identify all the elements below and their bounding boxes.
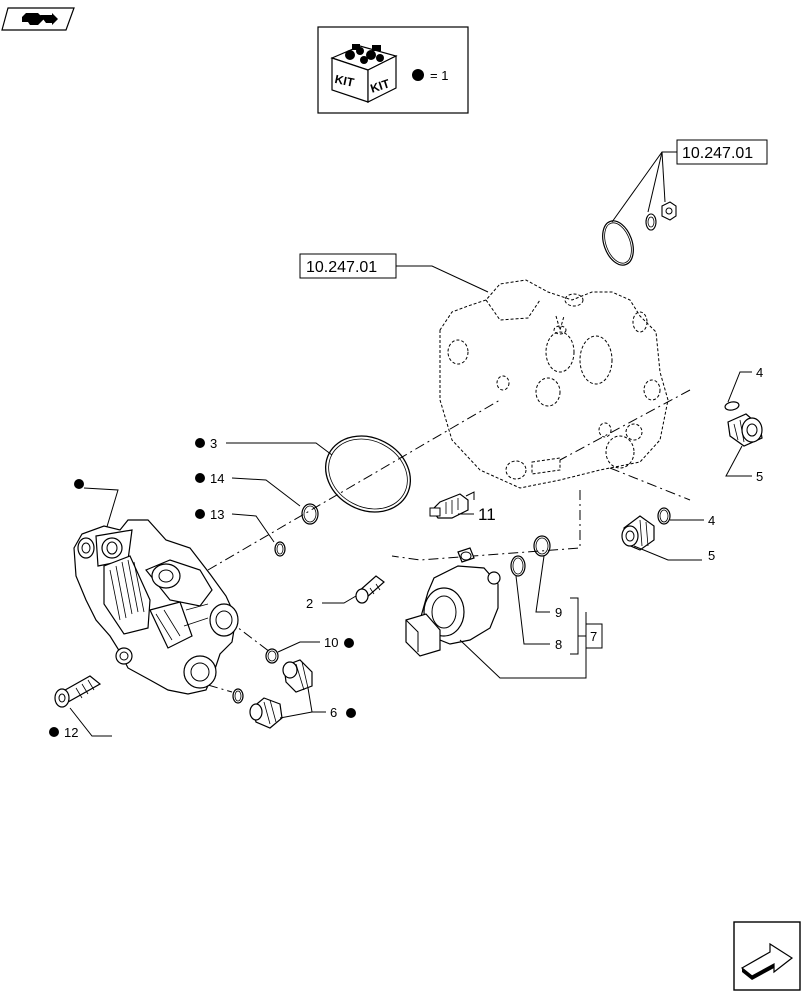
kit-box-icon: KIT KIT: [330, 44, 398, 103]
pump-housing: [439, 279, 669, 489]
kit-marker-6: [346, 708, 356, 718]
callout-7-box[interactable]: 7: [585, 623, 603, 649]
ref-label-top: 10.247.01: [682, 145, 753, 162]
callout-10[interactable]: 10: [324, 635, 338, 650]
kit-equals-text: = 1: [430, 68, 448, 83]
o-ring-13: [274, 541, 286, 557]
next-page-arrow-icon[interactable]: [733, 921, 801, 991]
fitting-5-upper: [727, 413, 763, 447]
callout-7: 7: [590, 629, 597, 644]
ref-label-mid: 10.247.01: [306, 259, 377, 276]
kit-marker-12: [49, 727, 59, 737]
callout-6[interactable]: 6: [330, 705, 337, 720]
pump-cover-assembly: [73, 519, 239, 695]
o-ring-8: [510, 555, 526, 577]
o-ring-9: [533, 535, 551, 557]
callout-13[interactable]: 13: [210, 507, 224, 522]
callout-4-lower[interactable]: 4: [708, 513, 715, 528]
o-ring-small-lower: [232, 688, 244, 704]
metering-valve-7: [405, 547, 501, 657]
seal-4-upper: [724, 401, 740, 411]
callout-2[interactable]: 2: [306, 596, 313, 611]
ref-box-top[interactable]: 10.247.01: [676, 139, 768, 165]
ref-box-mid[interactable]: 10.247.01: [299, 253, 397, 279]
callout-11[interactable]: 11: [478, 505, 496, 524]
kit-marker-cover: [74, 479, 84, 489]
kit-legend: KIT KIT = 1: [317, 26, 469, 114]
kit-label-left: KIT: [334, 72, 356, 90]
pressure-sensor-11: [429, 491, 475, 519]
callout-5-upper[interactable]: 5: [756, 469, 763, 484]
kit-marker-3: [195, 438, 205, 448]
callout-12[interactable]: 12: [64, 725, 78, 740]
fitting-6-lower: [249, 697, 283, 729]
callout-14[interactable]: 14: [210, 471, 224, 486]
seal-kit-top: [602, 201, 677, 266]
callout-9[interactable]: 9: [555, 605, 562, 620]
exploded-view-icon[interactable]: [1, 7, 75, 31]
kit-marker-14: [195, 473, 205, 483]
callout-5-lower[interactable]: 5: [708, 548, 715, 563]
screw-2: [355, 575, 385, 604]
kit-marker-10: [344, 638, 354, 648]
kit-marker-dot: [412, 69, 424, 81]
o-ring-14: [301, 503, 319, 525]
kit-marker-13: [195, 509, 205, 519]
kit-label-right: KIT: [369, 76, 392, 95]
o-ring-10: [265, 648, 279, 664]
callout-3[interactable]: 3: [210, 436, 217, 451]
fitting-5-lower: [621, 515, 655, 551]
seal-4-lower: [657, 507, 671, 525]
callout-8[interactable]: 8: [555, 637, 562, 652]
fitting-6-upper: [282, 659, 313, 693]
o-ring-3: [324, 435, 412, 513]
screw-12: [54, 675, 102, 708]
callout-4-upper[interactable]: 4: [756, 365, 763, 380]
